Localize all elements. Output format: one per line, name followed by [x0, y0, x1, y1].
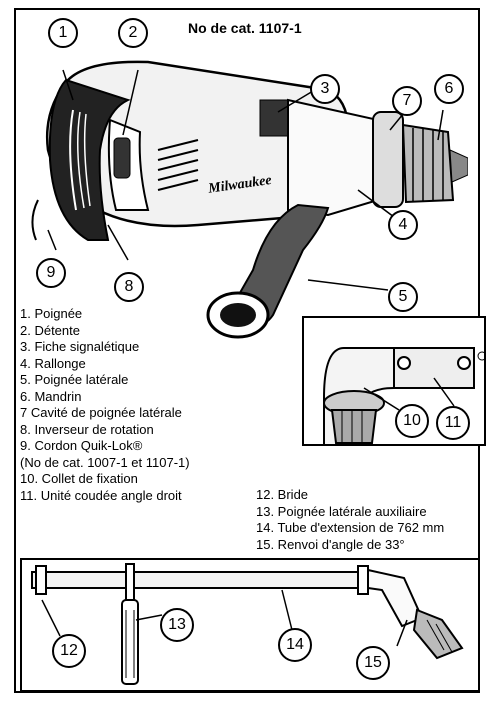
callout-3: 3: [310, 74, 340, 104]
extension-tube-panel: [20, 558, 480, 692]
callout-4: 4: [388, 210, 418, 240]
callout-1: 1: [48, 18, 78, 48]
right-angle-illustration: [323, 347, 484, 444]
callout-9: 9: [36, 258, 66, 288]
legend-item-15: 15. Renvoi d'angle de 33°: [256, 536, 405, 552]
legend-item-4: 4. Rallonge: [20, 355, 86, 371]
callout-2: 2: [118, 18, 148, 48]
callout-12: 12: [52, 634, 86, 668]
catalog-title: No de cat. 1107-1: [188, 20, 302, 36]
callout-7: 7: [392, 86, 422, 116]
callout-5: 5: [388, 282, 418, 312]
extension-tube-illustration: [31, 563, 464, 685]
legend-left: 1. Poignée 2. Détente 3. Fiche signaléti…: [20, 306, 190, 504]
legend-item-5: 5. Poignée latérale: [20, 372, 129, 387]
legend-item-7: 7 Cavité de poignée latérale: [20, 405, 182, 420]
legend-item-14: 14. Tube d'extension de 762 mm: [256, 520, 445, 535]
callout-13: 13: [160, 608, 194, 642]
callout-6: 6: [434, 74, 464, 104]
legend-item-12: 12. Bride: [256, 487, 309, 502]
legend-item-1: 1. Poignée: [20, 306, 83, 321]
legend-item-3: 3. Fiche signalétique: [20, 339, 140, 354]
legend-right: 12. Bride 13. Poignée latérale auxiliair…: [256, 487, 444, 553]
drill-illustration: Milwaukee: [31, 60, 468, 339]
legend-item-9-note: (No de cat. 1007-1 et 1107-1): [20, 454, 190, 470]
legend-item-9: 9. Cordon Quik-Lok®: [20, 438, 143, 453]
callout-15: 15: [356, 646, 390, 680]
legend-item-8: 8. Inverseur de rotation: [20, 421, 154, 437]
legend-item-6: 6. Mandrin: [20, 388, 82, 404]
callout-14: 14: [278, 628, 312, 662]
callout-10: 10: [395, 404, 429, 438]
callout-8: 8: [114, 272, 144, 302]
legend-item-13: 13. Poignée latérale auxiliaire: [256, 503, 427, 519]
legend-item-11: 11. Unité coudée angle droit: [20, 487, 182, 503]
legend-item-2: 2. Détente: [20, 322, 80, 338]
callout-11: 11: [436, 406, 470, 440]
legend-item-10: 10. Collet de fixation: [20, 471, 138, 486]
